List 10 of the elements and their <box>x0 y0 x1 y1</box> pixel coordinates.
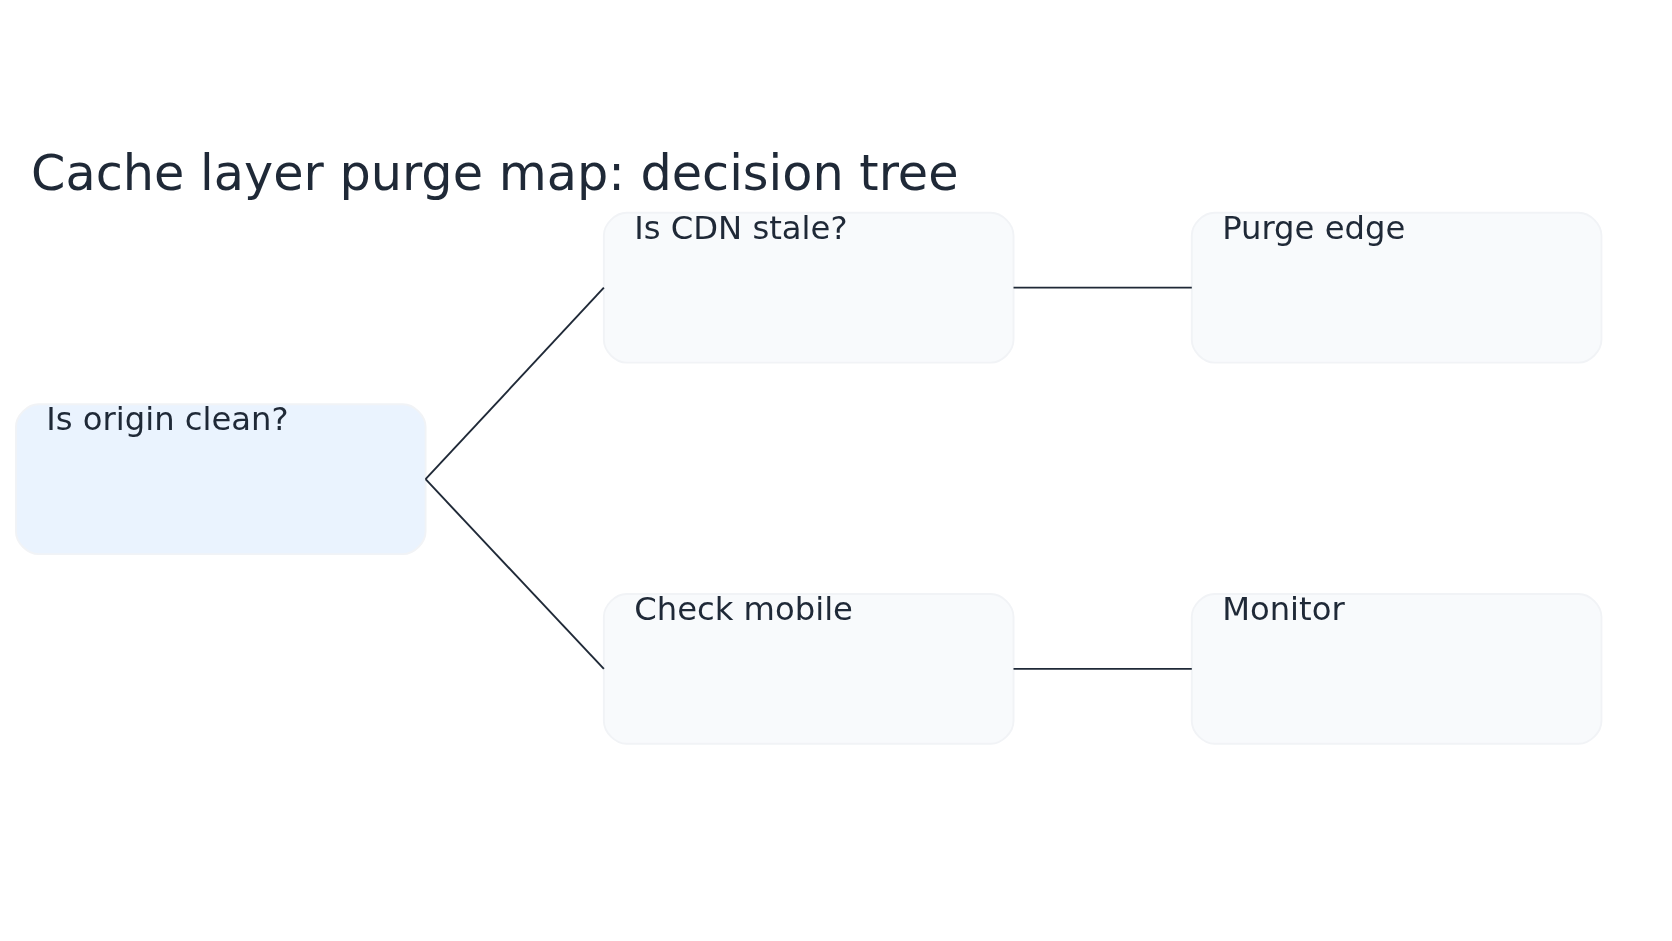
node-box: Monitor <box>1190 593 1603 745</box>
connector <box>1012 286 1193 289</box>
node-box: Purge edge <box>1190 211 1603 364</box>
node-box: Is CDN stale? <box>602 211 1015 364</box>
node-box: Check mobile <box>602 593 1015 745</box>
connector <box>424 478 605 670</box>
connector <box>424 286 605 481</box>
diagram-title: Cache layer purge map: decision tree <box>31 143 959 202</box>
node-box: Is origin clean? <box>15 403 427 556</box>
connector <box>1012 667 1193 670</box>
